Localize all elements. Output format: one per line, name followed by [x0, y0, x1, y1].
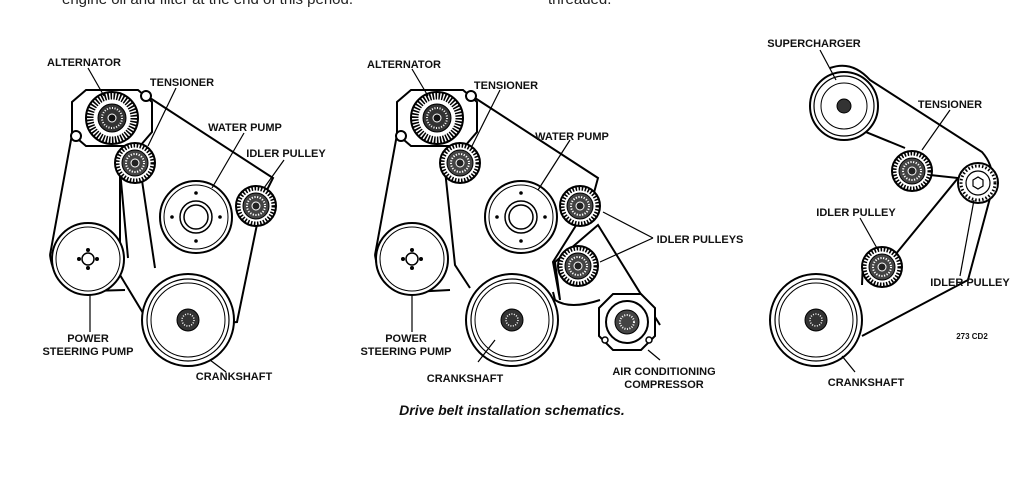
label-idler-pulley: IDLER PULLEY — [246, 148, 326, 160]
label-power-steering-line1: POWER — [385, 333, 427, 345]
label-idler-pulley-right: IDLER PULLEY — [930, 277, 1010, 289]
label-tensioner: TENSIONER — [150, 77, 214, 89]
idler-pulley-left — [862, 247, 902, 287]
ac-compressor-pulley — [598, 293, 656, 351]
figure-1: ALTERNATOR TENSIONER WATER PUMP IDLER PU… — [42, 57, 326, 383]
crankshaft-pulley — [141, 273, 235, 367]
supercharger-pulley — [809, 71, 879, 141]
idler-pulley-right — [956, 161, 1000, 205]
label-idler-pulley-left: IDLER PULLEY — [816, 207, 896, 219]
idler-pulley — [236, 186, 276, 226]
crankshaft-pulley — [769, 273, 863, 367]
idler-pulley-upper — [560, 186, 600, 226]
idler-pulley-lower — [558, 246, 598, 286]
figure-caption: Drive belt installation schematics. — [399, 402, 625, 418]
label-power-steering-line2: STEERING PUMP — [42, 346, 133, 358]
tensioner-pulley — [892, 151, 932, 191]
label-crankshaft: CRANKSHAFT — [427, 373, 504, 385]
label-alternator: ALTERNATOR — [367, 59, 441, 71]
water-pump-pulley — [484, 180, 558, 254]
label-water-pump: WATER PUMP — [535, 131, 609, 143]
label-crankshaft: CRANKSHAFT — [196, 371, 273, 383]
label-alternator: ALTERNATOR — [47, 57, 121, 69]
leader-lines-figure-1 — [87, 67, 285, 373]
label-power-steering-line1: POWER — [67, 333, 109, 345]
alternator-pulley — [71, 90, 152, 146]
header-text-right: threaded. — [548, 0, 611, 8]
header-text-left: engine oil and filter at the end of this… — [62, 0, 353, 8]
water-pump-pulley — [159, 180, 233, 254]
power-steering-pump-pulley — [51, 222, 125, 296]
label-supercharger: SUPERCHARGER — [767, 38, 861, 50]
leader-lines-figure-3 — [819, 49, 975, 373]
label-ac-line2: COMPRESSOR — [624, 379, 704, 391]
leader-lines-figure-2 — [411, 68, 661, 363]
label-ac-line1: AIR CONDITIONING — [612, 366, 715, 378]
power-steering-pump-pulley — [375, 222, 449, 296]
alternator-pulley — [396, 90, 477, 146]
tensioner-pulley — [440, 143, 480, 183]
label-idler-pulleys: IDLER PULLEYS — [657, 234, 744, 246]
label-water-pump: WATER PUMP — [208, 122, 282, 134]
label-figure-code: 273 CD2 — [956, 332, 988, 341]
crankshaft-pulley — [465, 273, 559, 367]
label-tensioner: TENSIONER — [474, 80, 538, 92]
label-tensioner: TENSIONER — [918, 99, 982, 111]
tensioner-pulley — [115, 143, 155, 183]
figure-2: ALTERNATOR TENSIONER WATER PUMP IDLER PU… — [360, 59, 743, 391]
label-power-steering-line2: STEERING PUMP — [360, 346, 451, 358]
label-crankshaft: CRANKSHAFT — [828, 377, 905, 389]
figure-3: SUPERCHARGER TENSIONER IDLER PULLEY IDLE… — [767, 38, 1010, 389]
